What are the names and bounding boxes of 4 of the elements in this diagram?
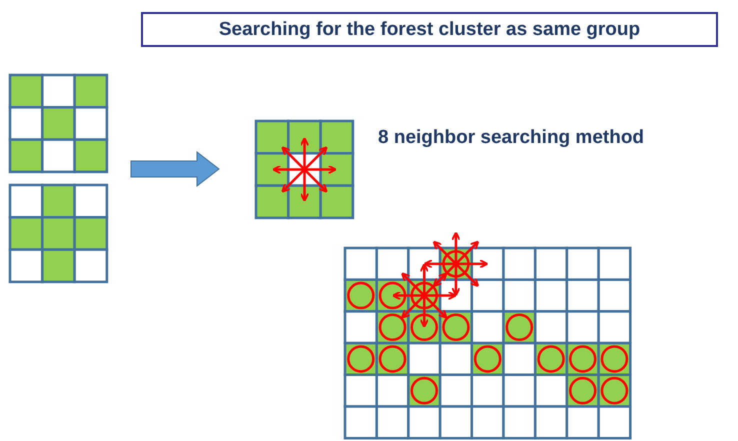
block-arrow [130,150,220,188]
title-text: Searching for the forest cluster as same group [218,18,640,40]
method-label: 8 neighbor searching method [378,127,644,149]
title-box [141,12,718,47]
